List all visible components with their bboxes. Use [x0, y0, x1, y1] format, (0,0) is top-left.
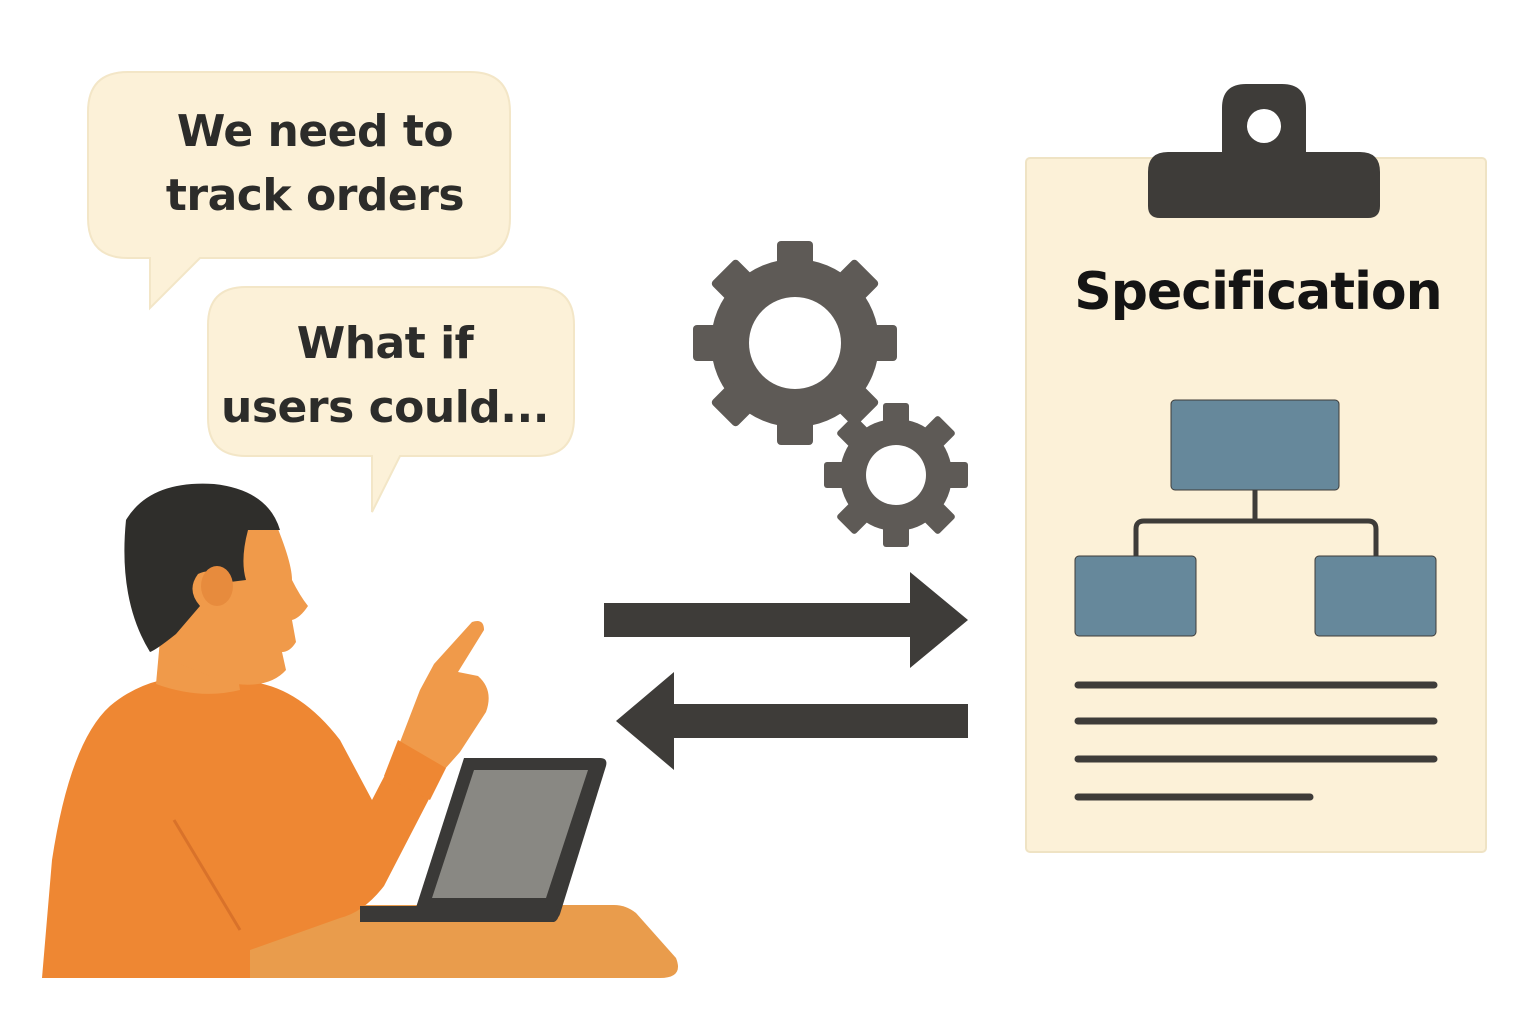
person-sleeve — [384, 740, 446, 800]
arrow-left-icon — [616, 672, 968, 770]
speech-bubble-1-line-2: track orders — [165, 170, 465, 221]
person-hair — [124, 483, 281, 652]
person-icon — [42, 483, 678, 978]
speech-bubble-1-line-1: We need to — [176, 106, 454, 157]
laptop-base — [360, 906, 559, 922]
speech-bubble-1-shape — [87, 71, 511, 311]
diagram-connector — [1133, 490, 1379, 556]
document-diagram — [1074, 399, 1437, 637]
shirt-fold — [172, 819, 242, 931]
gear-icon-large — [693, 241, 897, 445]
speech-bubble-2-shape — [207, 286, 575, 513]
speech-bubble-1-text: We need to track orders — [100, 100, 530, 228]
desk — [250, 905, 678, 978]
diagram-child-box-right — [1314, 555, 1437, 637]
diagram-root-box — [1170, 399, 1340, 491]
speech-bubble-2-line-2: users could... — [221, 382, 549, 433]
document-title: Specification — [1074, 262, 1442, 322]
gear-icon-small — [824, 403, 968, 547]
laptop-screen — [432, 770, 588, 898]
clipboard-icon — [1025, 84, 1487, 853]
document-text-lines — [1074, 681, 1438, 801]
clipboard-clip-hole — [1247, 109, 1281, 143]
person-ear — [201, 566, 233, 606]
arrow-right-icon — [604, 572, 968, 668]
person-arm — [400, 621, 489, 770]
laptop-icon — [360, 758, 607, 922]
speech-bubble-2-text: What if users could... — [210, 312, 560, 440]
diagram-child-box-left — [1074, 555, 1197, 637]
clipboard-clip — [1148, 84, 1380, 218]
speech-bubble-2 — [207, 286, 575, 513]
person-torso — [42, 675, 444, 978]
speech-bubble-1 — [87, 71, 511, 311]
speech-bubble-2-line-1: What if — [296, 318, 474, 369]
